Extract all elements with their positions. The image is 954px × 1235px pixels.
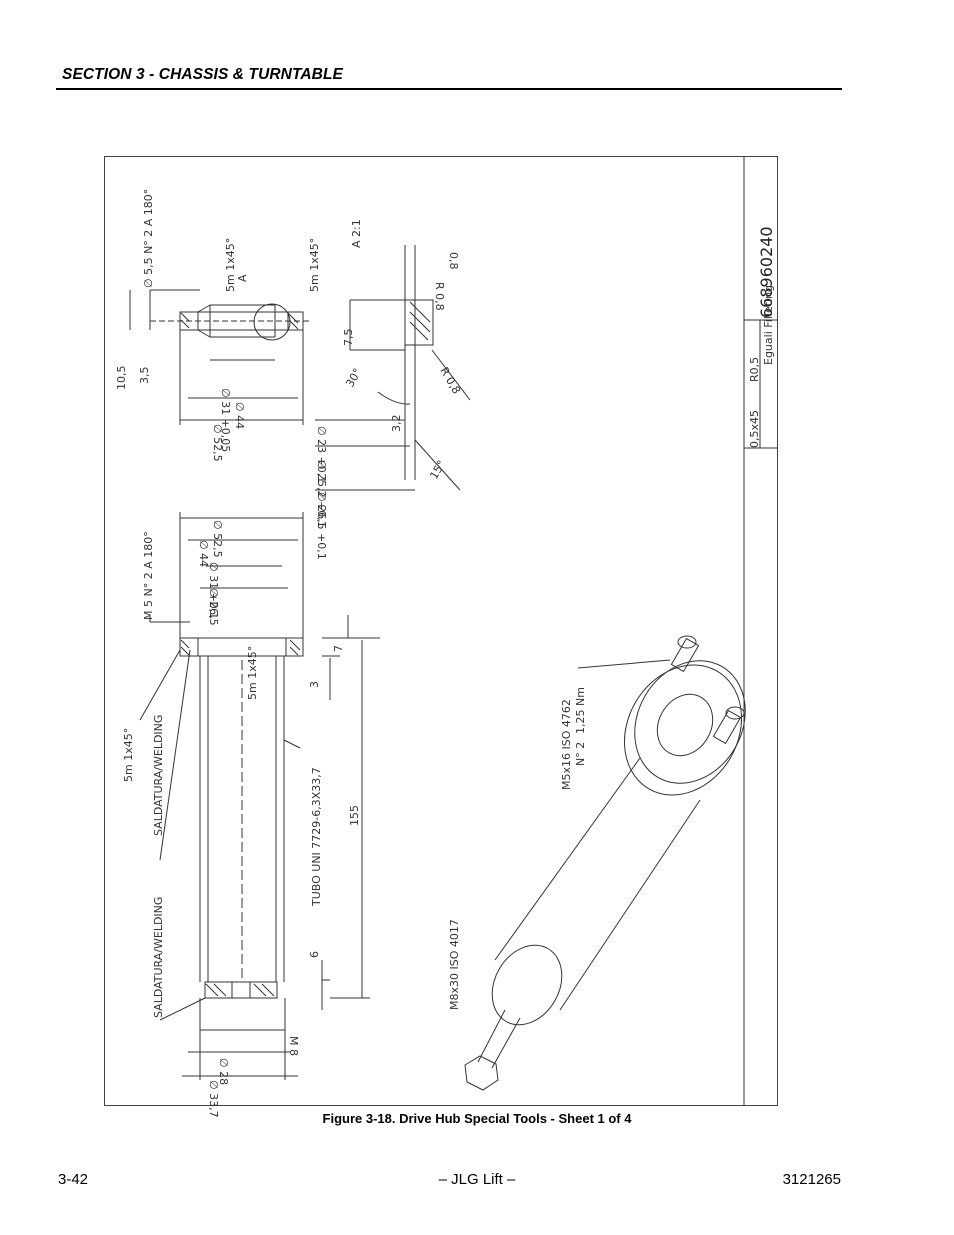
- detail-dim-5: ∅ 23 +0,1: [315, 426, 328, 483]
- tube-bottom-dim-0: M 8: [287, 1036, 300, 1056]
- detail-dim-2: 7,5: [342, 329, 355, 347]
- detail-scale: A 2:1: [350, 219, 363, 248]
- tube-top-dim-2: ∅ 31 +0,1: [207, 562, 220, 619]
- tube-chamfer: 5m 1x45°: [246, 646, 259, 700]
- detail-dim-7: ∅ 26,5 +0,1: [315, 492, 328, 560]
- tube-flange: [149, 512, 380, 700]
- detail-dim-9: 3,2: [390, 415, 403, 433]
- tube-pin-hole: M 5 N° 2 A 180°: [142, 531, 155, 620]
- top-dim-1: 3,5: [138, 367, 151, 385]
- tube-dim-2: 6: [308, 951, 321, 958]
- top-chamfer-a: 5m 1x45°: [224, 238, 237, 292]
- tube-top-dim-3: ∅ 26,5: [207, 588, 220, 626]
- top-part-section: [129, 289, 310, 425]
- drawing-frame: [104, 156, 778, 1106]
- welding-label-1: SALDATURA/WELDING: [152, 715, 165, 836]
- title-note: Eguali Filleting: [762, 285, 775, 365]
- tube-section: [139, 640, 370, 1080]
- tube-dim-0: 7: [332, 645, 345, 652]
- torque-label: 1,25 Nm: [574, 687, 587, 734]
- top-dim-0: 10,5: [115, 366, 128, 391]
- tube-dim-1: 3: [308, 681, 321, 688]
- detail-dim-1: R 0,8: [433, 282, 446, 311]
- top-dim-2: ∅ 31 +0,05: [219, 388, 232, 452]
- top-pin-hole: ∅ 5,5 N° 2 A 180°: [142, 189, 155, 288]
- top-chamfer-b: 5m 1x45°: [308, 238, 321, 292]
- detail-dim-3: R 0,8: [437, 365, 463, 396]
- screw-top-label: M5x16 ISO 4762: [560, 699, 573, 790]
- detail-a: [315, 245, 471, 491]
- tube-top-dim-0: ∅ 52,5: [211, 520, 224, 558]
- detail-dim-4: 30°: [343, 366, 364, 389]
- part-number: 668960240: [757, 226, 776, 318]
- isometric-tool: [464, 635, 746, 1091]
- figure-caption: Figure 3-18. Drive Hub Special Tools - S…: [322, 1111, 632, 1126]
- title-roughness: R0,5: [748, 357, 761, 382]
- tube-length: 155: [348, 805, 361, 826]
- page-number: 3-42: [58, 1171, 89, 1188]
- tube-bottom-dim-1: ∅ 28: [217, 1058, 230, 1085]
- document-number: 3121265: [782, 1171, 841, 1188]
- footer-brand: – JLG Lift –: [438, 1171, 516, 1188]
- screw-qty-label: N° 2: [574, 742, 587, 766]
- detail-dim-0: 0,8: [447, 252, 460, 270]
- detail-dim-8: 15°: [427, 458, 448, 481]
- tube-top-dim-1: ∅ 44: [197, 540, 210, 567]
- header-rule: [56, 88, 842, 90]
- top-dim-4: ∅ 52,5: [211, 424, 224, 462]
- top-dim-3: ∅ 44: [233, 402, 246, 429]
- title-chamfer: 0,5x45: [748, 410, 761, 448]
- welding-label-2: SALDATURA/WELDING: [152, 897, 165, 1018]
- section-header: SECTION 3 - CHASSIS & TURNTABLE: [62, 66, 343, 83]
- tube-bottom-dim-2: ∅ 33,7: [207, 1080, 220, 1118]
- top-ref-a: A: [236, 274, 249, 282]
- tube-spec: TUBO UNI 7729-6,3X33,7: [310, 767, 323, 907]
- screw-bottom-label: M8x30 ISO 4017: [448, 919, 461, 1010]
- detail-dim-6: ∅ 25,2 +0,1: [315, 460, 328, 528]
- tube-chamfer-left: 5m 1x45°: [122, 728, 135, 782]
